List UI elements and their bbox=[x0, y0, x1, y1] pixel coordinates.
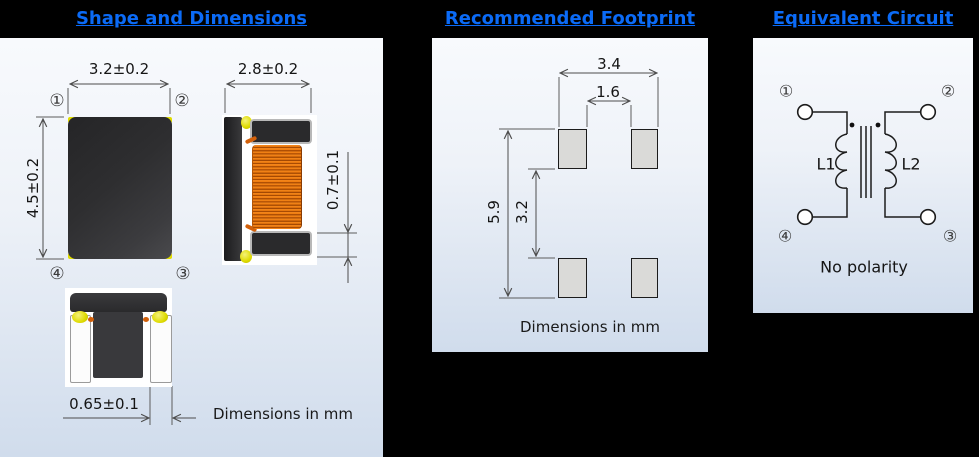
metal-terminal-right bbox=[150, 315, 172, 383]
recommended-footprint-panel: 3.4 1.6 5.9 3.2 Dimensions in mm bbox=[432, 38, 708, 352]
terminal-2 bbox=[919, 103, 937, 121]
wire-end-dot bbox=[88, 317, 94, 322]
pin-number-3: ③ bbox=[175, 264, 191, 284]
dim-inner-gap bbox=[586, 101, 632, 127]
core-center-block bbox=[93, 312, 143, 378]
pin-number-1: ① bbox=[49, 91, 65, 111]
pin-number-3: ③ bbox=[942, 226, 958, 246]
circuit-drawing bbox=[796, 103, 937, 226]
dim-row-gap bbox=[528, 168, 555, 259]
shape-dimension-lines bbox=[36, 38, 357, 425]
circuit-terminals bbox=[796, 103, 937, 226]
solder-pad-top-left bbox=[558, 129, 587, 169]
pin-number-2: ② bbox=[174, 91, 190, 111]
polarity-dot-left bbox=[849, 122, 855, 128]
dim-outer-height bbox=[499, 128, 555, 299]
section-title-shape-and-dimensions[interactable]: Shape and Dimensions bbox=[75, 8, 308, 29]
inductor-winding-right bbox=[884, 133, 897, 189]
units-note: Dimensions in mm bbox=[213, 405, 353, 423]
section-title-equivalent-circuit[interactable]: Equivalent Circuit bbox=[772, 8, 954, 29]
solder-mark bbox=[152, 311, 168, 323]
dim-label-side-width: 2.8±0.2 bbox=[237, 60, 299, 78]
pin-number-4: ④ bbox=[777, 226, 793, 246]
chip-body-edge bbox=[70, 293, 167, 312]
solder-mark bbox=[72, 311, 88, 323]
dim-outer-width bbox=[558, 73, 659, 127]
dim-top-height bbox=[36, 116, 64, 260]
footprint-dimension-lines bbox=[499, 38, 659, 299]
terminal-4 bbox=[796, 208, 814, 226]
winding-coil bbox=[252, 145, 302, 229]
dim-label-outer-width: 3.4 bbox=[597, 55, 621, 73]
dim-side-width bbox=[224, 84, 312, 113]
dim-side-thickness bbox=[316, 152, 357, 283]
dim-label-top-height: 4.5±0.2 bbox=[24, 157, 42, 219]
polarity-dot-right bbox=[875, 122, 881, 128]
dim-label-outer-height: 5.9 bbox=[485, 200, 503, 224]
inductor-label-l2: L2 bbox=[901, 154, 921, 174]
dim-label-terminal-width: 0.65±0.1 bbox=[69, 395, 139, 413]
terminal-3 bbox=[919, 208, 937, 226]
metal-terminal-left bbox=[70, 315, 91, 383]
core-flange bbox=[224, 117, 242, 261]
terminal-1 bbox=[796, 103, 814, 121]
solder-mark bbox=[241, 116, 252, 129]
transformer-core bbox=[860, 126, 872, 198]
circuit-wires bbox=[812, 111, 921, 218]
inductor-label-l1: L1 bbox=[816, 154, 836, 174]
no-polarity-note: No polarity bbox=[820, 257, 908, 277]
solder-pad-bottom-left bbox=[558, 258, 587, 298]
solder-pad-bottom-right bbox=[631, 258, 658, 298]
inductor-winding-left bbox=[835, 133, 848, 189]
chip-top-view bbox=[68, 117, 172, 259]
solder-pad-top-right bbox=[631, 129, 658, 169]
dim-bottom-terminal bbox=[63, 386, 196, 425]
equivalent-circuit-panel: ① ② ④ ③ L1 L2 No polarity bbox=[753, 38, 973, 313]
bottom-electrode bbox=[250, 231, 312, 256]
dim-top-width bbox=[67, 84, 171, 114]
shape-dimensions-panel: 3.2±0.2 4.5±0.2 2.8±0.2 0.7±0.1 0.65±0.1… bbox=[0, 38, 383, 457]
top-electrode bbox=[250, 119, 312, 144]
dim-label-inner-gap: 1.6 bbox=[596, 83, 620, 101]
units-note: Dimensions in mm bbox=[520, 318, 660, 336]
pin-number-1: ① bbox=[778, 81, 794, 101]
wire-end-dot bbox=[143, 317, 149, 322]
dim-label-row-gap: 3.2 bbox=[513, 200, 531, 224]
section-title-recommended-footprint[interactable]: Recommended Footprint bbox=[444, 8, 696, 29]
dim-label-side-thickness: 0.7±0.1 bbox=[324, 149, 342, 211]
pin-number-4: ④ bbox=[49, 264, 65, 284]
pin-number-2: ② bbox=[940, 81, 956, 101]
solder-mark bbox=[240, 250, 252, 263]
dim-label-top-width: 3.2±0.2 bbox=[88, 60, 150, 78]
